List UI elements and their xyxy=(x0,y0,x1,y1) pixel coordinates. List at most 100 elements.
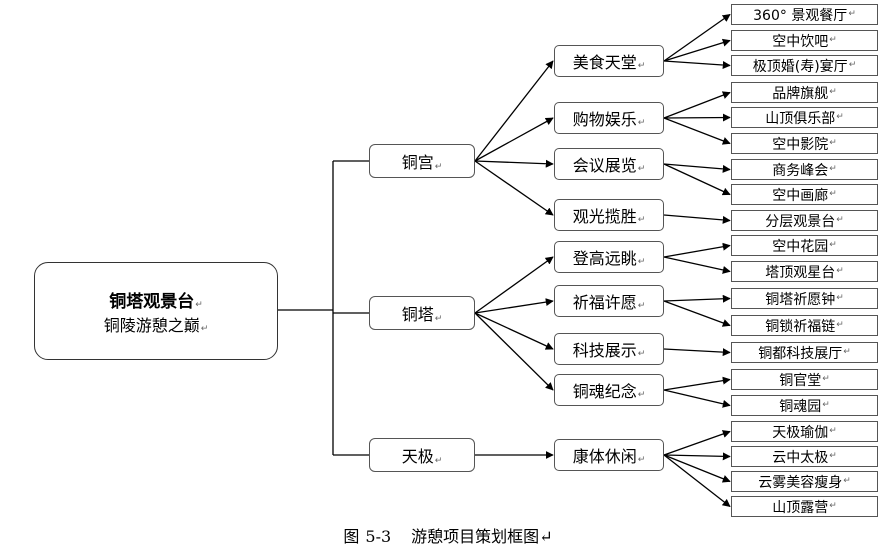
edge-category-0-2-to-item-1 xyxy=(663,163,731,196)
paragraph-mark: ↵ xyxy=(822,374,830,384)
category-1-2: 科技展示↵ xyxy=(554,333,664,365)
edge-branch-1-to-category-2 xyxy=(474,312,554,350)
branch-1-label: 铜塔 xyxy=(401,305,434,324)
paragraph-mark: ↵ xyxy=(637,390,646,400)
item-0-3-0-label: 分层观景台 xyxy=(765,213,836,230)
category-1-0-label: 登高远眺 xyxy=(572,249,637,268)
paragraph-mark: ↵ xyxy=(829,87,837,97)
category-0-3: 观光揽胜↵ xyxy=(554,199,664,231)
item-1-3-0: 铜官堂↵ xyxy=(731,369,878,390)
item-2-0-2-label: 云雾美容瘦身 xyxy=(758,474,843,491)
edge-category-1-0-to-item-1 xyxy=(663,256,731,274)
edge-category-2-0-to-item-3 xyxy=(663,454,731,508)
root-subtitle-row: 铜陵游憩之巅↵ xyxy=(104,312,209,336)
item-1-0-0-label: 空中花园 xyxy=(772,238,829,255)
category-0-0: 美食天堂↵ xyxy=(554,45,664,77)
edge-branch-1-to-category-0 xyxy=(474,256,554,314)
item-1-0-0: 空中花园↵ xyxy=(731,235,878,256)
category-1-2-label: 科技展示 xyxy=(572,341,637,360)
paragraph-mark: ↵ xyxy=(434,456,443,466)
category-0-2: 会议展览↵ xyxy=(554,148,664,180)
root-title: 铜塔观景台 xyxy=(109,291,195,312)
category-1-1-label: 祈福许愿 xyxy=(572,293,637,312)
caption-prefix: 图 xyxy=(343,527,360,546)
item-1-1-1-label: 铜锁祈福链 xyxy=(765,318,836,335)
paragraph-mark: ↵ xyxy=(829,138,837,148)
edge-branch-1-to-category-3 xyxy=(474,312,554,391)
paragraph-mark: ↵ xyxy=(829,501,837,511)
item-1-3-0-label: 铜官堂 xyxy=(779,372,822,389)
edge-category-1-0-to-item-0 xyxy=(663,242,731,258)
edge-category-0-1-to-item-1 xyxy=(663,113,731,122)
root-title-row: 铜塔观景台↵ xyxy=(109,287,203,312)
paragraph-mark: ↵ xyxy=(829,189,837,199)
item-0-3-0: 分层观景台↵ xyxy=(731,210,878,231)
item-1-0-1-label: 塔顶观星台 xyxy=(765,264,836,281)
paragraph-mark: ↵ xyxy=(637,118,646,128)
item-2-0-0: 天极瑜伽↵ xyxy=(731,421,878,442)
item-0-1-0-label: 品牌旗舰 xyxy=(772,85,829,102)
edge-category-1-2-to-item-0 xyxy=(663,348,731,357)
edge-category-1-3-to-item-1 xyxy=(663,389,731,408)
edge-category-2-0-to-item-2 xyxy=(663,454,731,483)
branch-2-label: 天极 xyxy=(401,447,434,466)
item-0-1-1-label: 山顶俱乐部 xyxy=(765,110,836,127)
item-1-3-1: 铜魂园↵ xyxy=(731,395,878,416)
category-1-3-label: 铜魂纪念 xyxy=(572,382,637,401)
paragraph-mark: ↵ xyxy=(200,323,209,334)
edge-category-0-3-to-item-0 xyxy=(663,214,731,224)
paragraph-mark: ↵ xyxy=(637,215,646,225)
item-0-0-0-label: 360° 景观餐厅 xyxy=(753,7,848,24)
paragraph-mark: ↵ xyxy=(539,527,553,546)
paragraph-mark: ↵ xyxy=(829,426,837,436)
edge-branch-0-to-category-1 xyxy=(474,117,554,162)
root-subtitle: 铜陵游憩之巅 xyxy=(103,315,200,335)
category-0-1-label: 购物娱乐 xyxy=(572,110,637,129)
item-0-2-0: 商务峰会↵ xyxy=(731,159,878,180)
category-0-3-label: 观光揽胜 xyxy=(572,207,637,226)
item-1-3-1-label: 铜魂园 xyxy=(779,398,822,415)
item-1-1-1: 铜锁祈福链↵ xyxy=(731,315,878,336)
category-1-3: 铜魂纪念↵ xyxy=(554,374,664,406)
edge-branch-0-to-category-0 xyxy=(474,60,554,162)
paragraph-mark: ↵ xyxy=(829,240,837,250)
edge-category-0-1-to-item-0 xyxy=(663,91,731,119)
paragraph-mark: ↵ xyxy=(195,299,203,310)
paragraph-mark: ↵ xyxy=(848,9,856,19)
item-2-0-0-label: 天极瑜伽 xyxy=(772,424,829,441)
edge-category-0-0-to-item-0 xyxy=(663,13,731,62)
item-1-1-0: 铜塔祈愿钟↵ xyxy=(731,288,878,309)
category-0-0-label: 美食天堂 xyxy=(572,53,637,72)
edge-branch-0-to-category-2 xyxy=(474,159,554,168)
paragraph-mark: ↵ xyxy=(434,162,443,172)
edge-category-0-1-to-item-2 xyxy=(663,117,731,145)
paragraph-mark: ↵ xyxy=(843,476,851,486)
item-2-0-3: 山顶露营↵ xyxy=(731,496,878,517)
edge-category-0-0-to-item-2 xyxy=(663,60,731,70)
edge-category-2-0-to-item-1 xyxy=(663,452,731,461)
branch-0: 铜宫↵ xyxy=(369,144,475,178)
item-2-0-1: 云中太极↵ xyxy=(731,446,878,467)
item-0-0-2: 极顶婚(寿)宴厅↵ xyxy=(731,55,878,76)
item-0-1-1: 山顶俱乐部↵ xyxy=(731,107,878,128)
item-1-2-0-label: 铜都科技展厅 xyxy=(758,345,843,362)
item-1-2-0: 铜都科技展厅↵ xyxy=(731,342,878,363)
paragraph-mark: ↵ xyxy=(829,164,837,174)
paragraph-mark: ↵ xyxy=(434,314,443,324)
edge-category-0-0-to-item-1 xyxy=(663,38,731,62)
paragraph-mark: ↵ xyxy=(836,320,844,330)
edge-category-0-2-to-item-0 xyxy=(663,163,731,173)
paragraph-mark: ↵ xyxy=(836,266,844,276)
edge-category-1-1-to-item-0 xyxy=(663,294,731,303)
item-0-0-1-label: 空中饮吧 xyxy=(772,33,829,50)
item-2-0-3-label: 山顶露营 xyxy=(772,499,829,516)
edge-category-1-1-to-item-1 xyxy=(663,300,731,327)
paragraph-mark: ↵ xyxy=(843,347,851,357)
paragraph-mark: ↵ xyxy=(637,301,646,311)
item-0-2-1: 空中画廊↵ xyxy=(731,184,878,205)
edge-branch-0-to-category-3 xyxy=(474,160,554,216)
paragraph-mark: ↵ xyxy=(848,60,857,70)
branch-0-label: 铜宫 xyxy=(401,153,434,172)
